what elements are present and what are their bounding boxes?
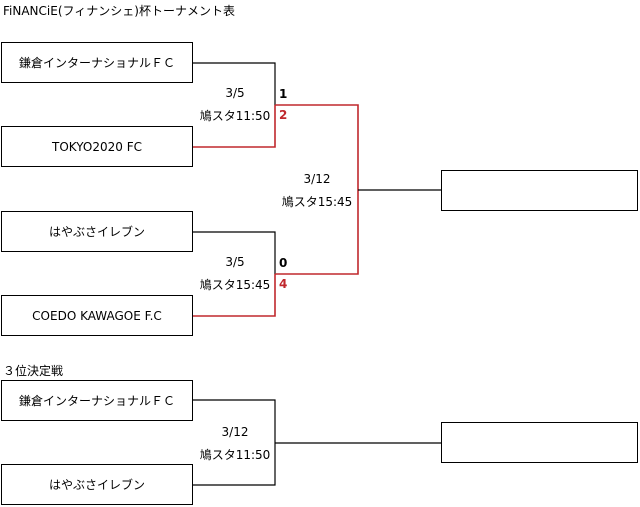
final-winner-box (441, 170, 638, 211)
match-venue-time: 鳩スタ15:45 (199, 278, 271, 292)
tp-top-line (193, 399, 276, 443)
match-date: 3/12 (303, 172, 331, 186)
match-venue-time: 鳩スタ11:50 (199, 448, 271, 462)
sf1-info: 3/5 鳩スタ11:50 (196, 82, 274, 128)
team-box-4: COEDO KAWAGOE F.C (1, 295, 193, 336)
team-name: 鎌倉インターナショナルＦＣ (18, 394, 175, 408)
sf2-advance-line (275, 190, 359, 275)
match-venue-time: 鳩スタ11:50 (199, 109, 271, 123)
sf2-bottom-line-win (193, 274, 276, 317)
sf2-info: 3/5 鳩スタ15:45 (196, 251, 274, 297)
sf2-score-top: 0 (279, 256, 288, 270)
tp-bottom-line (193, 443, 276, 486)
sf1-top-line (193, 62, 276, 105)
sf1-bottom-line-win (193, 105, 276, 148)
team-box-1: 鎌倉インターナショナルＦＣ (1, 42, 193, 83)
sf2-top-line (193, 231, 276, 274)
page-title: FiNANCiE(フィナンシェ)杯トーナメント表 (3, 4, 235, 18)
tp-team-box-2: はやぶさイレブン (1, 464, 193, 505)
team-box-3: はやぶさイレブン (1, 211, 193, 252)
team-name: 鎌倉インターナショナルＦＣ (18, 56, 175, 70)
sf1-score-top: 1 (279, 87, 288, 101)
team-name: TOKYO2020 FC (52, 139, 142, 154)
tp-winner-box (441, 422, 638, 463)
match-date: 3/12 (221, 425, 249, 439)
team-name: はやぶさイレブン (48, 478, 145, 492)
team-name: COEDO KAWAGOE F.C (32, 308, 162, 323)
match-venue-time: 鳩スタ15:45 (281, 195, 353, 209)
final-info: 3/12 鳩スタ15:45 (278, 168, 356, 214)
sf1-score-bottom: 2 (279, 108, 288, 122)
tp-team-box-1: 鎌倉インターナショナルＦＣ (1, 380, 193, 421)
tp-info: 3/12 鳩スタ11:50 (196, 421, 274, 467)
sf2-score-bottom: 4 (279, 277, 288, 291)
match-date: 3/5 (225, 255, 245, 269)
team-name: はやぶさイレブン (48, 225, 145, 239)
third-place-title: ３位決定戦 (3, 364, 64, 378)
sf1-advance-line (275, 104, 359, 190)
match-date: 3/5 (225, 86, 245, 100)
team-box-2: TOKYO2020 FC (1, 126, 193, 167)
